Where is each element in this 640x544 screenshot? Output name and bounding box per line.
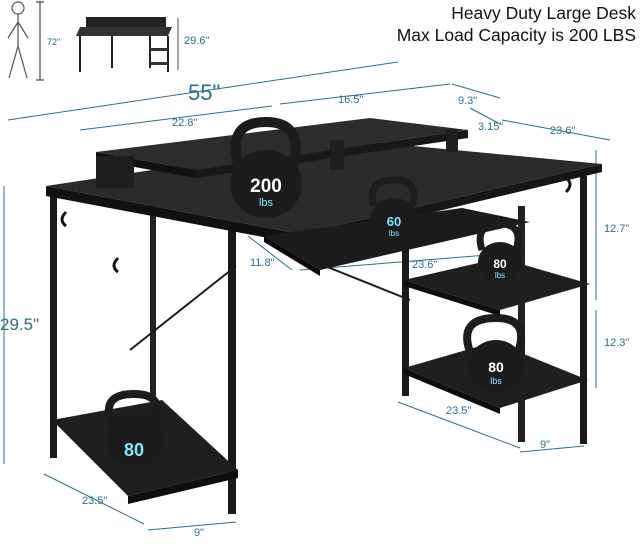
hook-left-front [60,210,68,228]
keyboard-tray-width-label: 23.6" [412,259,437,271]
desktop-surface [46,140,602,234]
shelf-upper-gap-label: 12.7" [604,223,629,235]
load-tray-value: 60 [387,214,401,229]
hook-right [564,176,572,194]
total-width-label: 55" [188,80,220,105]
shelf-left-depth-label: 23.5" [82,495,107,507]
headline-line-2: Max Load Capacity is 200 LBS [396,25,636,45]
load-upper-shelf-unit: lbs [495,271,505,280]
mini-desk-height-label: 29.6" [184,35,209,47]
riser-depth-label: 9.3" [458,95,477,107]
kettlebell-80-left-icon: 80 [104,389,162,466]
shelf-right-depth-label: 23.5" [446,405,471,417]
shelf-right-width-label: 9" [540,439,550,451]
headline-line-1: Heavy Duty Large Desk [451,3,636,23]
riser-left-label: 22.8" [172,117,197,129]
scale-person-icon [7,1,44,81]
shelf-lower-gap-label: 12.3" [604,337,629,349]
load-lower-shelf-unit: lbs [490,376,502,386]
load-lower-shelf-value: 80 [488,359,504,375]
kettlebell-80-upper-icon: 80 lbs [476,220,522,282]
kettlebell-200-icon: 200 lbs [230,116,302,218]
desk-depth-label: 23.6" [550,125,575,137]
desk-height-label: 29.5" [0,315,39,334]
load-monitor-value: 200 [250,176,282,197]
kettlebell-80-lower-icon: 80 lbs [463,313,526,392]
load-tray-unit: lbs [389,229,399,238]
riser-top-label: 16.5" [338,94,363,106]
load-monitor-unit: lbs [259,197,274,209]
right-upper-shelf [404,258,590,310]
load-left-shelf-value: 80 [124,440,144,460]
kettlebell-60-icon: 60 lbs [368,176,418,242]
person-height-label: 72" [47,37,60,47]
riser-height-label: 3.15" [478,121,503,133]
mini-desk-icon [76,17,179,72]
dimension-lines [3,61,611,531]
load-upper-shelf-value: 80 [493,257,507,271]
keyboard-tray-depth-label: 11.8" [250,257,275,269]
shelf-left-width-label: 9" [194,527,204,539]
hook-left-side [112,256,120,274]
